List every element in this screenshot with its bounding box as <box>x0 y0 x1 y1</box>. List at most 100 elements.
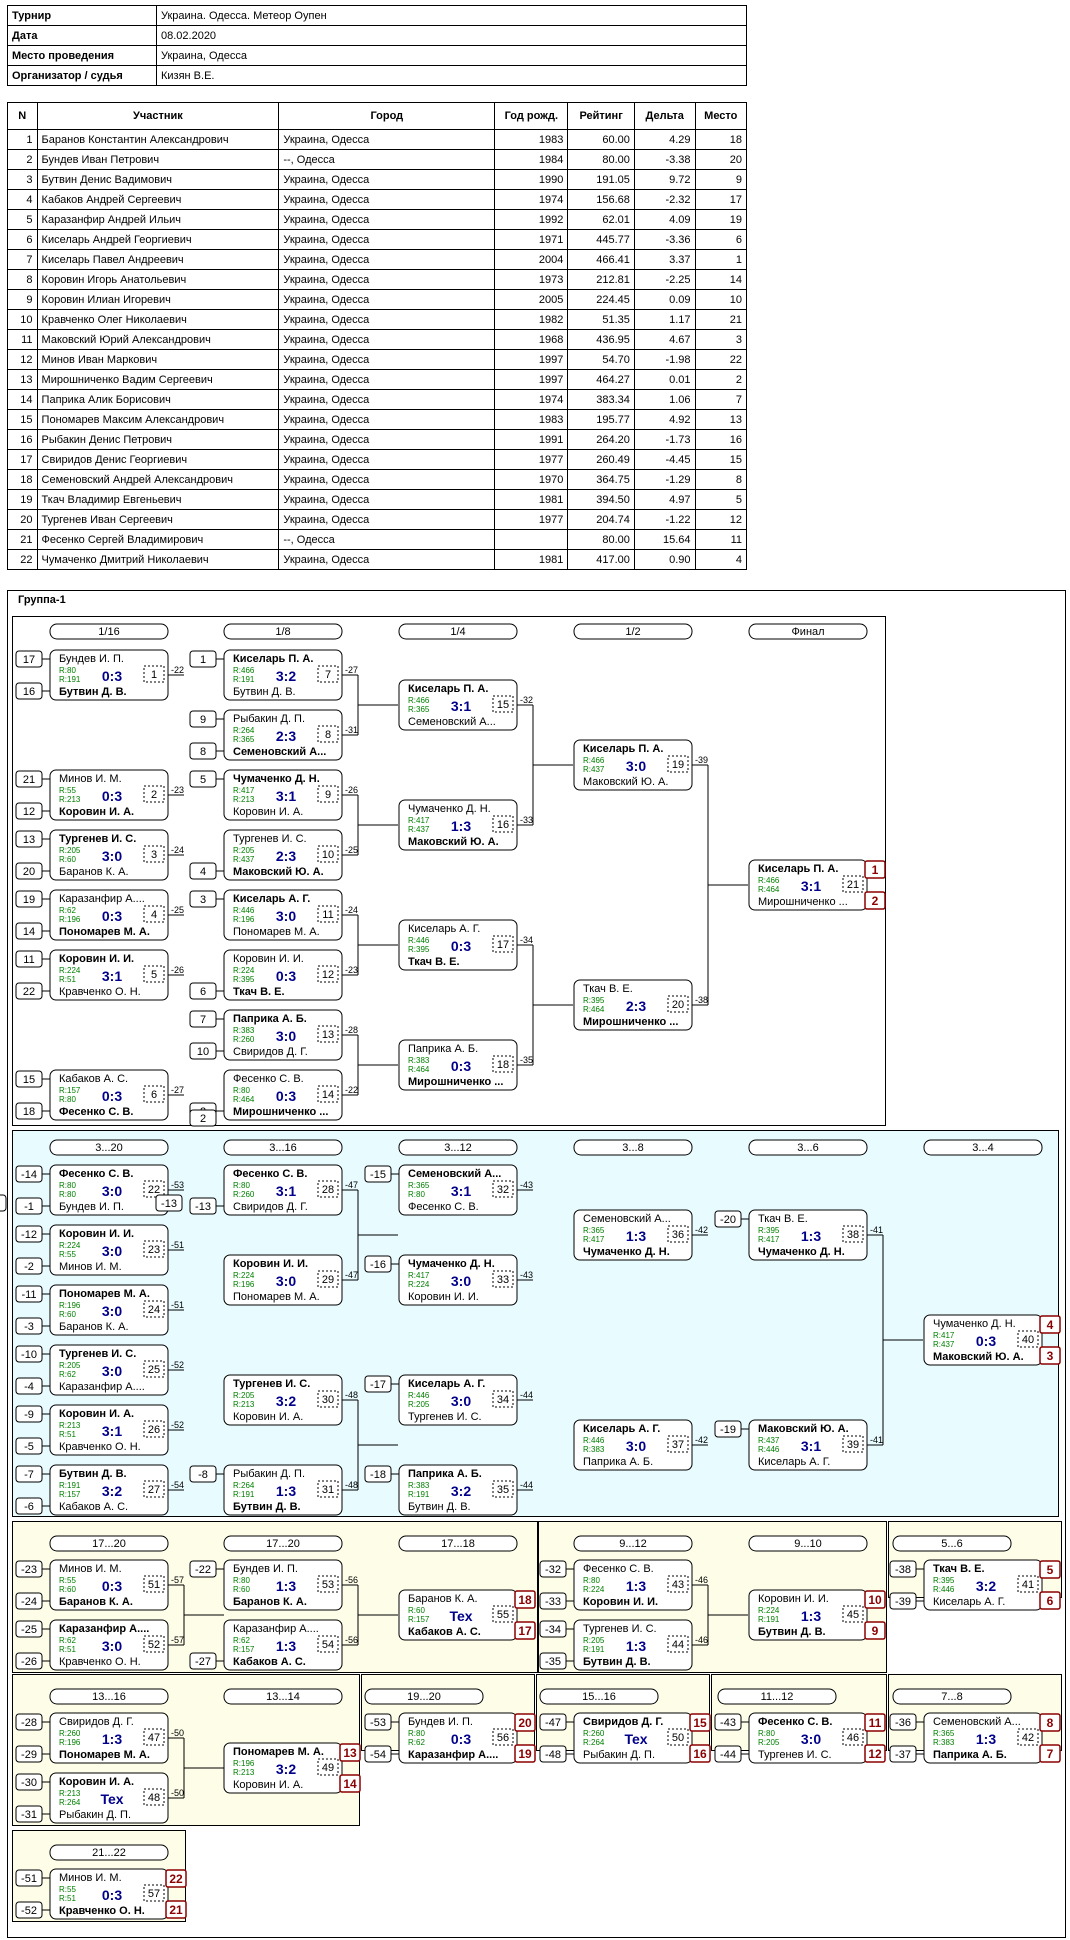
match-box <box>49 889 169 941</box>
seed-number: 20 <box>23 866 35 878</box>
match-number-box <box>492 1390 514 1408</box>
player-bottom-name: Бутвин Д. В. <box>583 1656 651 1668</box>
player-bottom-name: Маковский Ю. А. <box>583 776 668 788</box>
round-label-pill <box>717 1688 837 1705</box>
match-number-box <box>317 1025 339 1043</box>
player-top-rating: R:80 <box>758 1729 775 1738</box>
player-bottom-rating: R:205 <box>408 1400 430 1409</box>
match-number: 29 <box>322 1274 334 1286</box>
match-box <box>223 1464 343 1516</box>
player-top-rating: R:417 <box>233 786 255 795</box>
match-number-box <box>143 905 165 923</box>
match-number-box <box>143 845 165 863</box>
match-number-box <box>317 1635 339 1653</box>
seed-number: 17 <box>23 654 35 666</box>
match-box <box>573 1419 693 1471</box>
match-box <box>223 1254 343 1306</box>
loser-destination: -57 <box>171 1575 184 1585</box>
match-box <box>223 829 343 881</box>
match-number: 16 <box>497 819 509 831</box>
match-box <box>398 1374 518 1426</box>
player-top-rating: R:205 <box>583 1636 605 1645</box>
seed-number: 8 <box>200 746 206 758</box>
loser-destination: -43 <box>520 1180 533 1190</box>
player-top-name: Коровин И. И. <box>59 1228 134 1240</box>
table-cell: 1984 <box>494 149 569 170</box>
player-top-name: Бутвин Д. В. <box>59 1468 127 1480</box>
match-box <box>573 1712 693 1764</box>
player-top-name: Коровин И. И. <box>233 953 304 965</box>
match-number: 27 <box>148 1484 160 1496</box>
player-top-name: Паприка А. Б. <box>408 1043 478 1055</box>
player-bottom-rating: R:365 <box>408 705 430 714</box>
seed-number: -34 <box>545 1624 561 1636</box>
loser-destination: -22 <box>345 1085 358 1095</box>
player-top-name: Коровин И. И. <box>59 953 134 965</box>
match-number: 18 <box>497 1059 509 1071</box>
place-box <box>514 1590 536 1609</box>
match-score: 0:3 <box>102 668 122 684</box>
player-bottom-name: Маковский Ю. А. <box>933 1351 1024 1363</box>
player-top-rating: R:417 <box>933 1331 955 1340</box>
round-label: 9...12 <box>619 1538 647 1550</box>
group-panel <box>7 590 1066 1938</box>
loser-destination: -23 <box>345 965 358 975</box>
player-bottom-rating: R:196 <box>59 915 81 924</box>
place-number: 13 <box>343 1746 357 1760</box>
match-number: 14 <box>322 1089 334 1101</box>
player-bottom-name: Кравченко О. Н. <box>59 1441 141 1453</box>
seed-number: -14 <box>21 1169 37 1181</box>
player-bottom-rating: R:213 <box>233 1400 255 1409</box>
match-score: 3:0 <box>451 1273 471 1289</box>
player-bottom-name: Семеновский А... <box>408 716 496 728</box>
match-number-box <box>1017 1728 1039 1746</box>
match-score: 3:0 <box>276 908 296 924</box>
match-number-box <box>317 905 339 923</box>
round-label: 5...6 <box>941 1538 962 1550</box>
player-bottom-name: Свиридов Д. Г. <box>233 1046 308 1058</box>
player-bottom-rating: R:80 <box>408 1190 425 1199</box>
match-score: 1:3 <box>801 1608 821 1624</box>
match-score: 2:3 <box>276 728 296 744</box>
player-bottom-name: Маковский Ю. А. <box>408 836 499 848</box>
loser-destination: -42 <box>695 1435 708 1445</box>
table-cell: 54.70 <box>567 349 635 370</box>
loser-destination: -48 <box>345 1390 358 1400</box>
player-top-rating: R:446 <box>408 1391 430 1400</box>
player-bottom-name: Коровин И. А. <box>59 806 134 818</box>
player-bottom-rating: R:417 <box>758 1235 780 1244</box>
player-top-name: Минов И. М. <box>59 1563 122 1575</box>
round-label: 3...16 <box>269 1142 297 1154</box>
player-bottom-name: Баранов К. А. <box>59 866 129 878</box>
round-label: 17...20 <box>92 1538 126 1550</box>
match-number: 13 <box>322 1029 334 1041</box>
match-number-box <box>317 1480 339 1498</box>
match-number-box <box>317 1758 339 1776</box>
player-top-name: Паприка А. Б. <box>233 1013 307 1025</box>
match-number-box <box>143 1180 165 1198</box>
table-cell: -1.29 <box>633 469 696 490</box>
match-box <box>49 1619 169 1671</box>
player-top-rating: R:365 <box>933 1729 955 1738</box>
seed-number: -32 <box>545 1564 561 1576</box>
match-number: 40 <box>1022 1334 1034 1346</box>
loser-destination: -44 <box>520 1390 533 1400</box>
match-number-box <box>143 1728 165 1746</box>
loser-destination: -54 <box>171 1480 184 1490</box>
match-box <box>573 1559 693 1611</box>
match-number: 38 <box>847 1229 859 1241</box>
match-box <box>223 1069 343 1121</box>
player-bottom-rating: R:51 <box>59 1894 76 1903</box>
player-bottom-name: Маковский Ю. А. <box>233 866 324 878</box>
match-number: 23 <box>148 1244 160 1256</box>
seed-number: -11 <box>21 1289 36 1301</box>
player-bottom-name: Рыбакин Д. П. <box>583 1749 655 1761</box>
match-box <box>49 649 169 701</box>
loser-destination: -35 <box>520 1055 533 1065</box>
player-bottom-name: Коровин И. И. <box>408 1291 479 1303</box>
player-top-name: Пономарев М. А. <box>233 1746 324 1758</box>
